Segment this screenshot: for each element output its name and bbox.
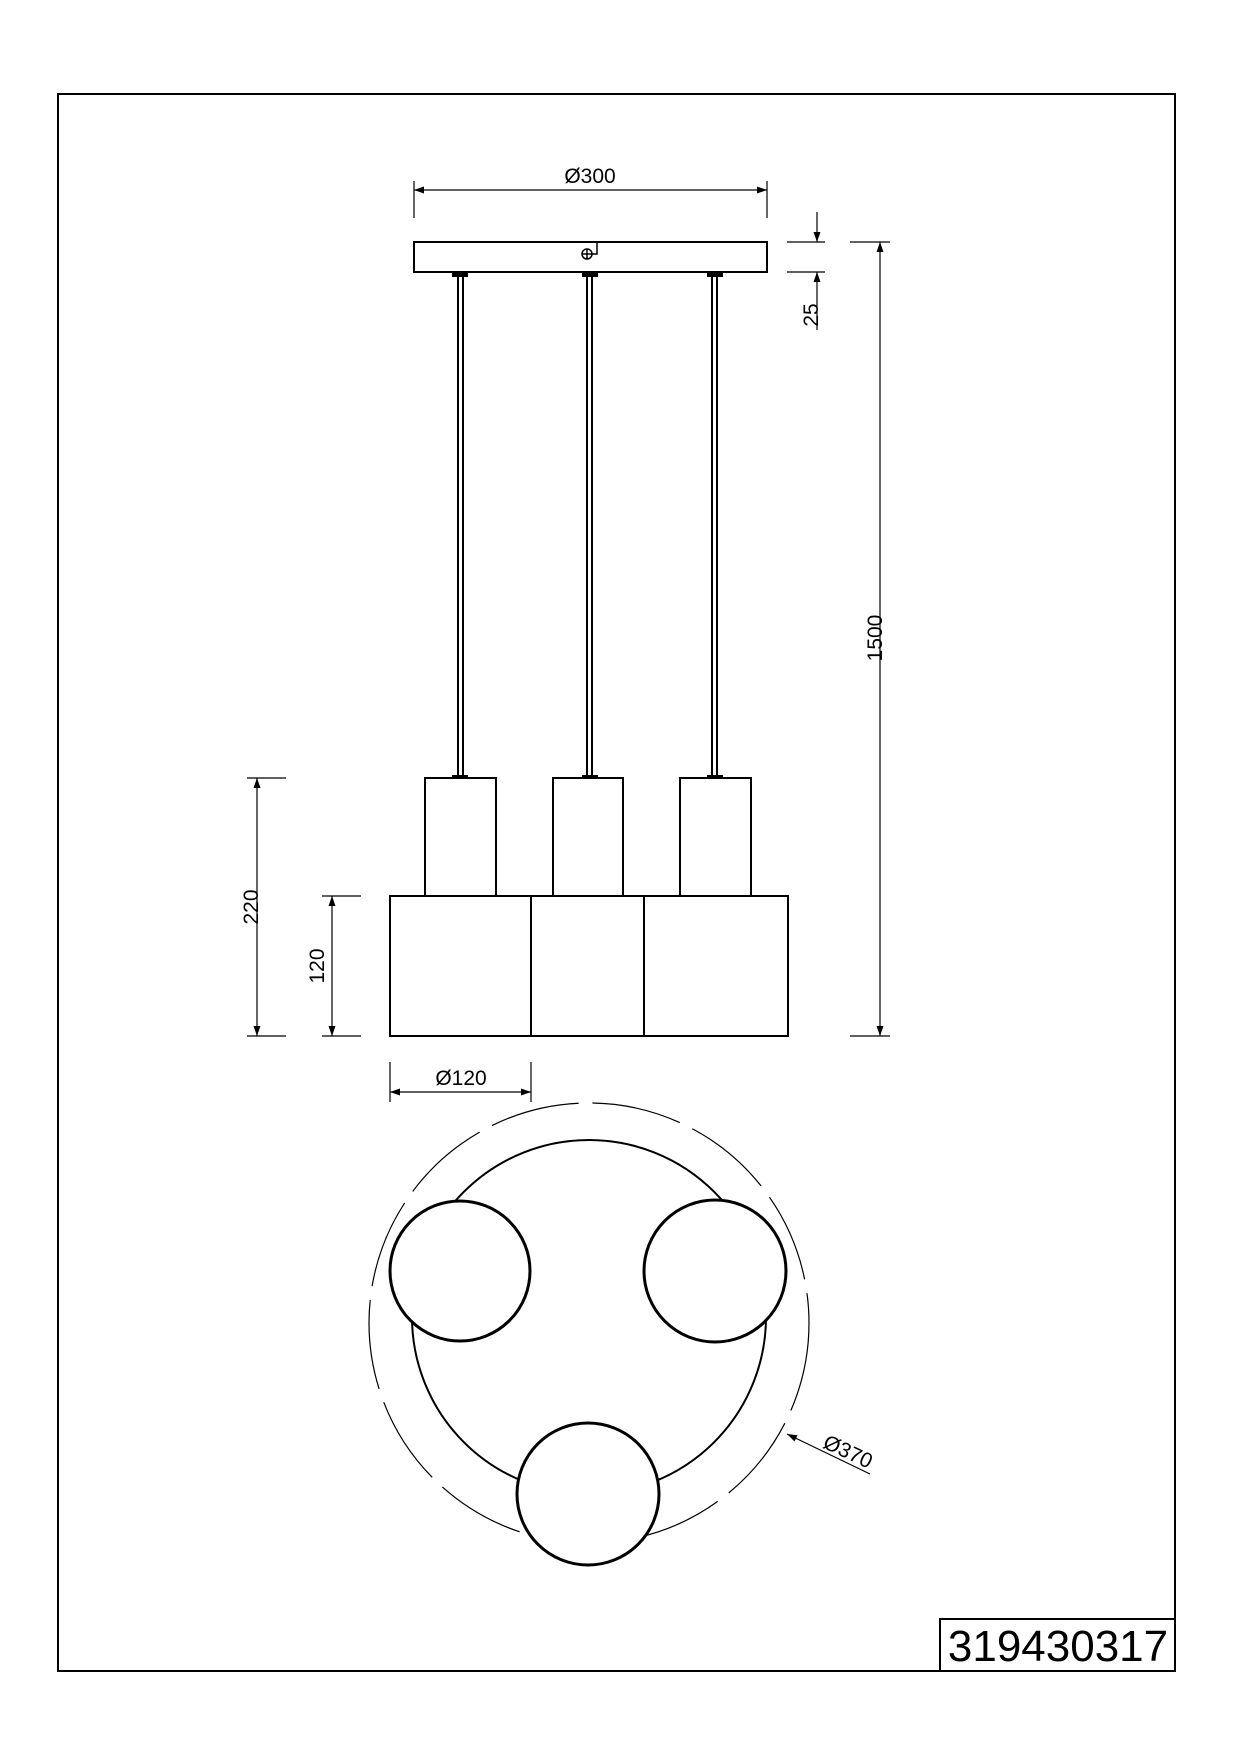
shade-circle	[642, 1198, 788, 1344]
shade-upper	[552, 777, 624, 897]
shade-circle	[515, 1421, 661, 1567]
shade-circle	[388, 1199, 532, 1343]
drawing-frame	[57, 93, 1176, 1672]
suspension-rod	[457, 277, 464, 776]
screw-icon	[581, 243, 598, 260]
label-canopy-diameter: Ø300	[564, 165, 615, 188]
label-shade-lower-height: 120	[306, 948, 329, 983]
shade-lower	[643, 895, 789, 1037]
dimensions	[247, 181, 890, 1475]
side-view	[389, 241, 789, 1037]
shade-lower	[389, 895, 532, 1037]
shade-lower	[530, 895, 645, 1037]
shade-upper	[424, 777, 497, 897]
label-shade-total-height: 220	[240, 889, 263, 924]
shade-upper	[679, 777, 752, 897]
suspension-rod	[711, 277, 718, 776]
article-number-box	[939, 1618, 1176, 1672]
connector	[582, 272, 598, 277]
connector	[707, 272, 723, 277]
dim-line-overall-diameter	[786, 1433, 871, 1475]
label-overall-diameter: Ø370	[820, 1431, 876, 1474]
label-shade-diameter: Ø120	[435, 1067, 486, 1090]
connector	[452, 272, 468, 277]
label-total-height: 1500	[864, 615, 887, 662]
label-canopy-height: 25	[800, 303, 823, 326]
suspension-rod	[586, 277, 593, 776]
top-view	[368, 1102, 810, 1567]
article-number: 319430317	[948, 1622, 1168, 1671]
